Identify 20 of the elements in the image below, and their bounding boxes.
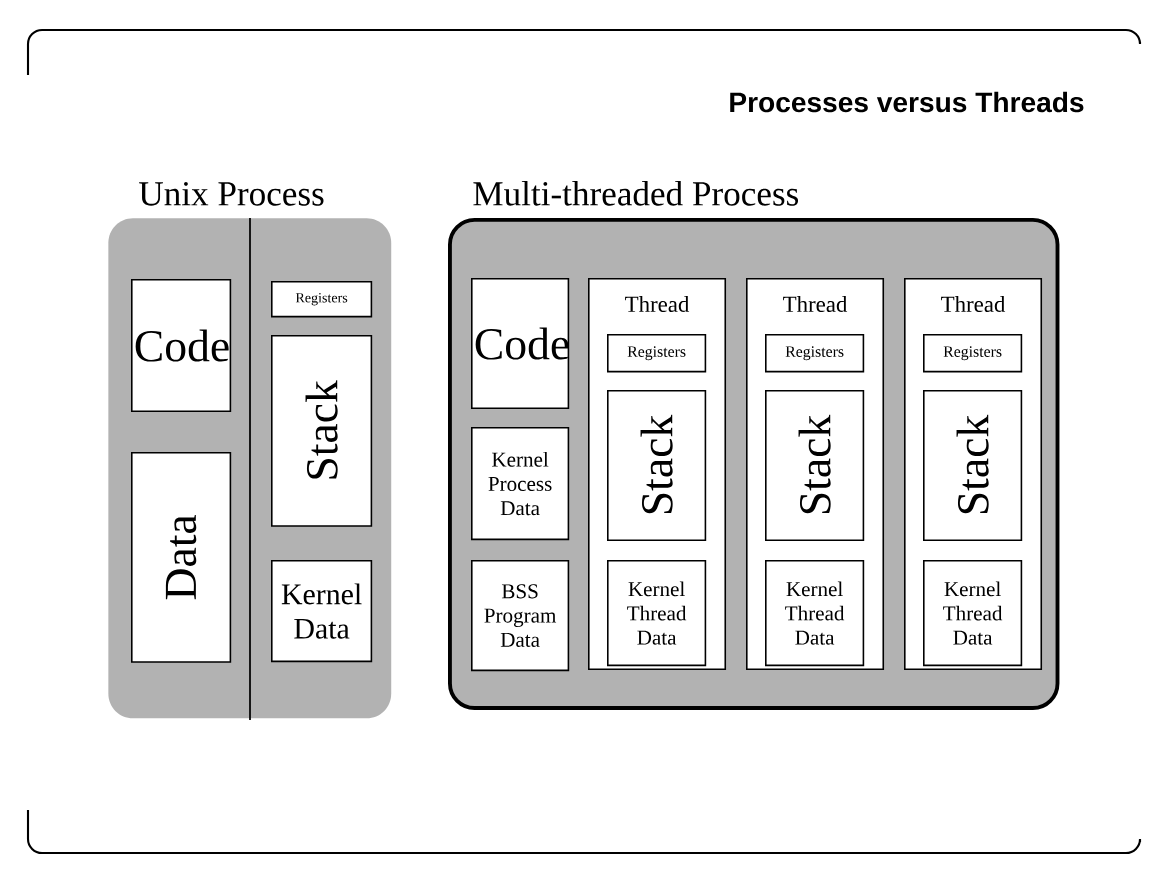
- memory-box: BSS Program Data: [471, 560, 570, 672]
- memory-box: Code: [471, 278, 570, 410]
- memory-box: Kernel Thread Data: [607, 560, 707, 667]
- register-box: Registers: [607, 334, 707, 373]
- register-box: Registers: [765, 334, 865, 373]
- title: Processes versus Threads: [730, 91, 1084, 113]
- memory-box: Stack: [765, 390, 865, 541]
- register-box: Registers: [923, 334, 1023, 373]
- node-label: Unix Process: [139, 182, 324, 206]
- memory-box: Data: [131, 452, 232, 663]
- memory-box: Stack: [923, 390, 1023, 541]
- memory-box: Kernel Thread Data: [765, 560, 865, 667]
- memory-box: Stack: [271, 335, 373, 527]
- memory-box: Kernel Thread Data: [923, 560, 1023, 667]
- node-label: Multi-threaded Process: [473, 180, 799, 206]
- register-box: Registers: [271, 281, 373, 318]
- memory-box: Stack: [607, 390, 707, 541]
- memory-box: Code: [131, 279, 232, 413]
- memory-box: Kernel Process Data: [471, 427, 570, 541]
- memory-box: Kernel Data: [271, 560, 373, 663]
